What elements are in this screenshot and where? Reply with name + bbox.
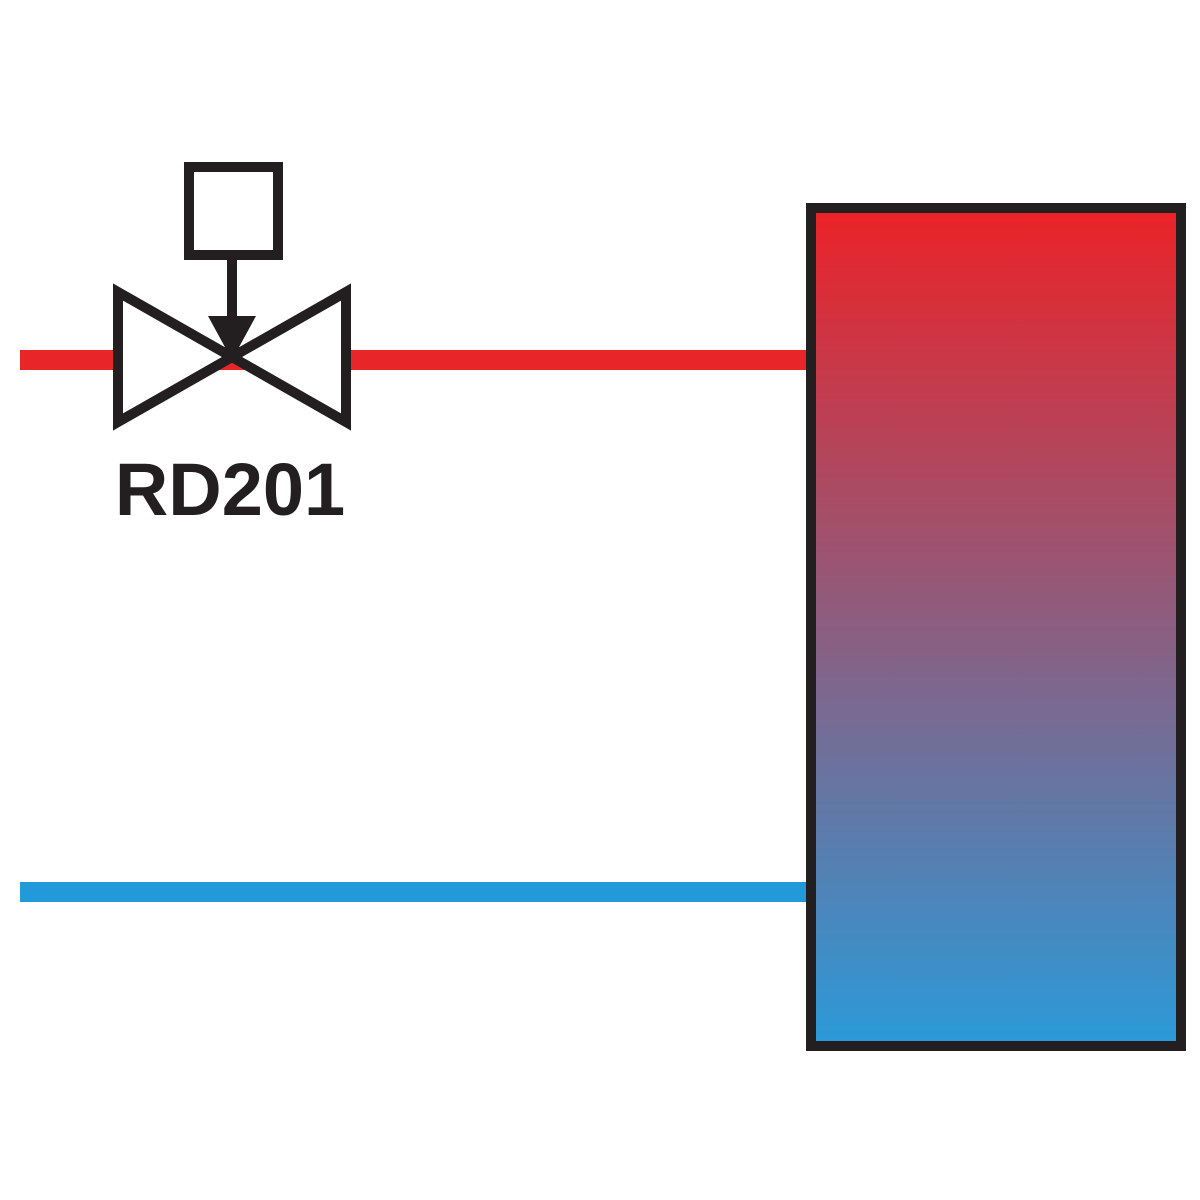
valve-label: RD201 <box>115 448 345 531</box>
actuator-stem <box>227 255 237 321</box>
valve-body-left <box>113 283 243 431</box>
motorized-valve <box>113 162 351 431</box>
valve-body-right <box>221 283 351 431</box>
actuator-box <box>184 162 283 260</box>
actuator-arrow-head <box>208 316 256 360</box>
return-pipe <box>20 882 810 902</box>
storage-tank <box>806 203 1186 1051</box>
